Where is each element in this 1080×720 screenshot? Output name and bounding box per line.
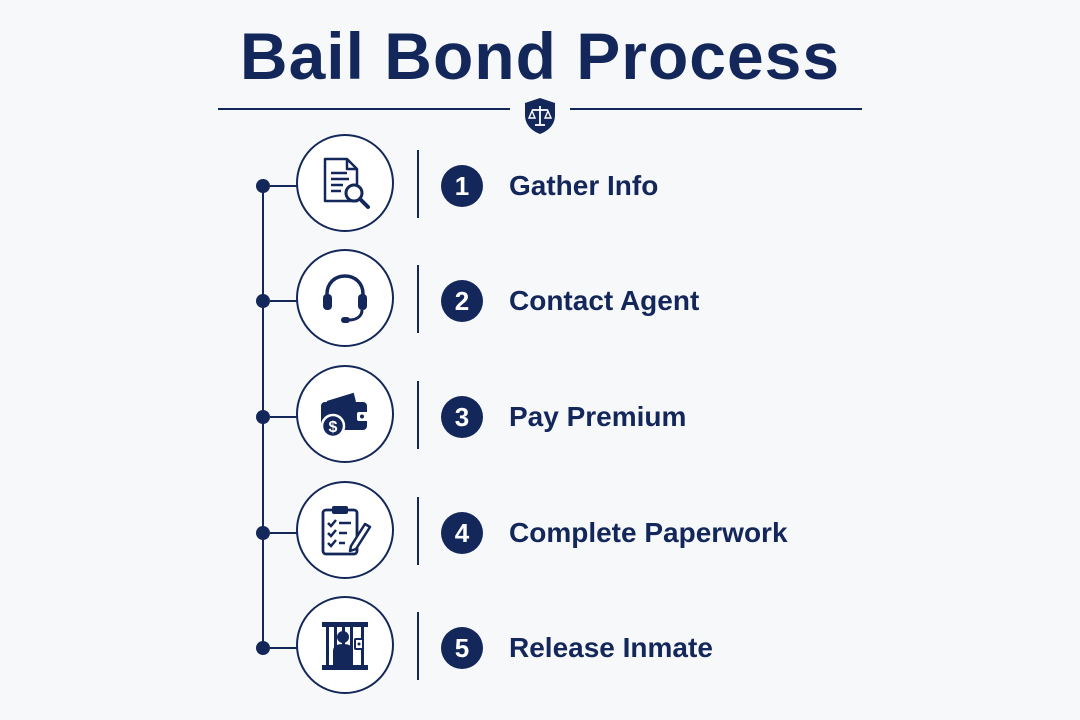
step-release-inmate: 5 Release Inmate: [0, 592, 1080, 702]
timeline-dot: [256, 179, 270, 193]
step-separator: [417, 265, 419, 333]
step-icon-badge: [296, 249, 394, 347]
scales-of-justice-shield-icon: [525, 98, 555, 134]
timeline-connector: [270, 185, 298, 187]
timeline-dot: [256, 641, 270, 655]
step-icon-badge: [296, 481, 394, 579]
step-icon-badge: [296, 134, 394, 232]
step-icon-badge: $: [296, 365, 394, 463]
step-number-badge: 4: [441, 512, 483, 554]
step-number-badge: 3: [441, 396, 483, 438]
step-number-badge: 1: [441, 165, 483, 207]
step-separator: [417, 612, 419, 680]
jail-cell-icon: [322, 622, 368, 670]
timeline-dot: [256, 526, 270, 540]
wallet-dollar-icon: $: [320, 392, 369, 439]
step-label: Gather Info: [509, 170, 659, 201]
title-divider-right: [570, 108, 862, 110]
step-separator: [417, 497, 419, 565]
timeline-connector: [270, 647, 298, 649]
clipboard-checklist-icon: [321, 506, 372, 556]
step-icon-badge: [296, 596, 394, 694]
timeline-connector: [270, 416, 298, 418]
svg-text:$: $: [329, 419, 338, 436]
step-gather-info: 1 Gather Info: [0, 130, 1080, 240]
step-label: Pay Premium: [509, 401, 687, 432]
page-title: Bail Bond Process: [239, 19, 841, 93]
step-label: Complete Paperwork: [509, 517, 788, 548]
step-number-badge: 5: [441, 627, 483, 669]
step-number-badge: 2: [441, 280, 483, 322]
timeline-connector: [270, 532, 298, 534]
step-label: Release Inmate: [509, 632, 713, 663]
step-separator: [417, 150, 419, 218]
title-divider-left: [218, 108, 510, 110]
document-search-icon: [323, 157, 370, 209]
step-complete-paperwork: 4 Complete Paperwork: [0, 477, 1080, 587]
headset-icon: [323, 274, 367, 323]
timeline-dot: [256, 294, 270, 308]
timeline-dot: [256, 410, 270, 424]
step-contact-agent: 2 Contact Agent: [0, 245, 1080, 355]
step-pay-premium: $ 3 Pay Premium: [0, 361, 1080, 471]
step-separator: [417, 381, 419, 449]
timeline-connector: [270, 300, 298, 302]
step-label: Contact Agent: [509, 285, 700, 316]
